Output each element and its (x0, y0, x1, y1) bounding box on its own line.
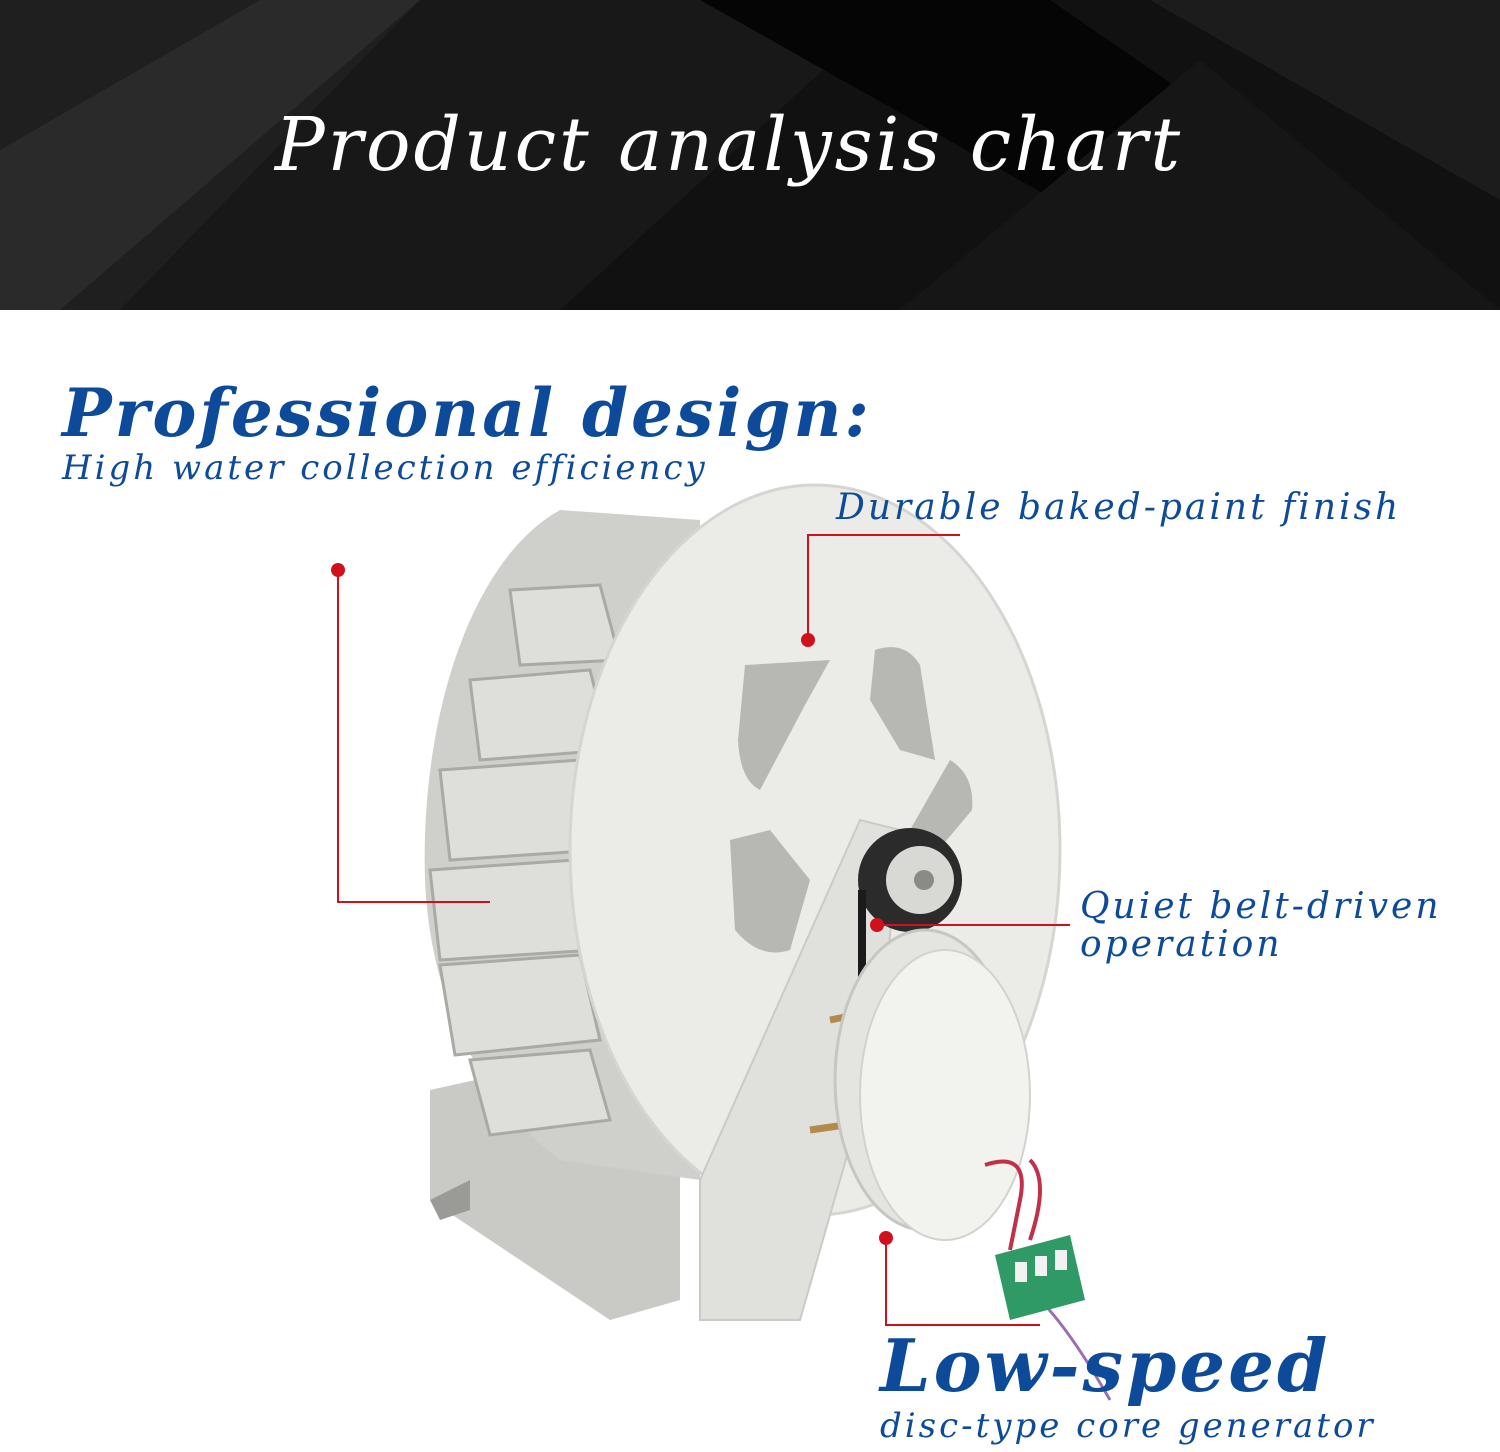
design-subheading: High water collection efficiency (62, 448, 708, 488)
generator-illustration (833, 928, 1031, 1241)
design-heading: Professional design: (62, 374, 872, 452)
finish-callout-label: Durable baked-paint finish (836, 487, 1402, 528)
circuit-board-illustration (995, 1235, 1085, 1320)
callout-lines (337, 534, 1070, 1326)
header-background (0, 0, 1500, 310)
page-title: Product analysis chart (274, 102, 1184, 188)
callout-dots (331, 563, 893, 1245)
belt-callout-line1: Quiet belt-driven (1080, 886, 1442, 927)
speed-heading: Low-speed (880, 1323, 1331, 1408)
wheel-spoke-cutouts (730, 647, 973, 953)
header-banner: Product analysis chart (0, 0, 1500, 310)
wheel-buckets (428, 583, 622, 1137)
speed-subheading: disc-type core generator (880, 1406, 1376, 1446)
belt-callout-line2: operation (1080, 924, 1283, 965)
belt-callout-label: Quiet belt-driven operation (1080, 888, 1442, 964)
wheel-stand-foot (430, 1180, 470, 1220)
